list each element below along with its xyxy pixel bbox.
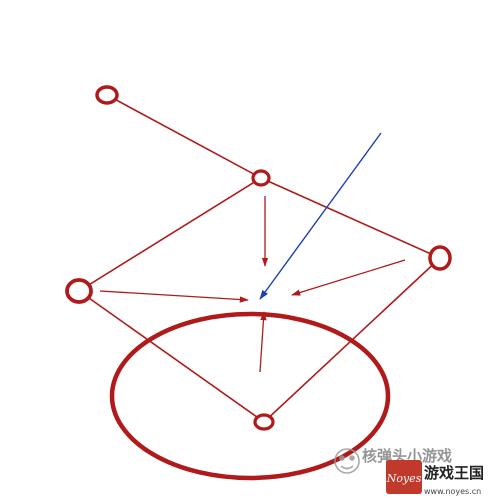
node-right[interactable] [428,245,452,271]
pointer-arrow [259,132,382,300]
target-ring[interactable] [109,311,391,481]
watermark-brand-right: 游戏王国 [424,464,484,482]
watermark-logo-badge [386,460,422,494]
link-center-left [78,177,262,292]
watermark-url: www.noyes.cn [424,487,481,496]
link-left-bottom [78,290,265,423]
watermark-logo-text: Noyes [386,472,422,485]
link-center-right [260,177,441,259]
force-arrows [99,196,406,373]
link-topleft-center [106,94,262,179]
node-bottom[interactable] [253,413,275,431]
watermark-brand-left: 核弹头小游戏 [362,447,452,465]
game-controller-icon [334,448,360,474]
watermark: 核弹头小游戏 Noyes 游戏王国 www.noyes.cn [334,447,484,496]
arrow-from-right [291,259,406,296]
arrow-from-left [99,290,249,303]
nodes [65,85,452,431]
connection-lines [78,94,441,423]
node-top-left[interactable] [95,85,119,105]
arrow-up-from-bottom [259,311,267,373]
node-left[interactable] [65,278,93,304]
node-center-top[interactable] [251,169,271,187]
